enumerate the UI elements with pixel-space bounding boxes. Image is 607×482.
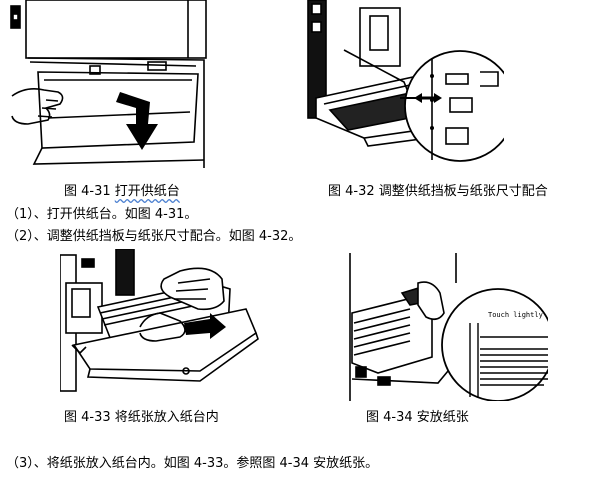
figure-4-32-illustration: [307, 0, 504, 162]
figure-4-33-illustration: [60, 249, 259, 392]
step-2: （2）、调整供纸挡板与纸张尺寸配合。如图 4-32。: [6, 229, 302, 244]
figure-4-34-illustration: Touch lightly: [349, 253, 548, 401]
figure-4-33-caption: 图 4-33 将纸张放入纸台内: [64, 410, 219, 425]
figure-4-34-touch-label: Touch lightly: [488, 311, 543, 319]
figure-4-34-caption: 图 4-34 安放纸张: [366, 410, 469, 425]
figure-4-31-caption: 图 4-31 打开供纸台: [64, 184, 180, 199]
figure-4-32-caption: 图 4-32 调整供纸挡板与纸张尺寸配合: [328, 184, 548, 199]
step-3: （3）、将纸张放入纸台内。如图 4-33。参照图 4-34 安放纸张。: [6, 456, 379, 471]
figure-4-31-illustration: [10, 0, 207, 168]
step-1: （1）、打开供纸台。如图 4-31。: [6, 207, 198, 222]
